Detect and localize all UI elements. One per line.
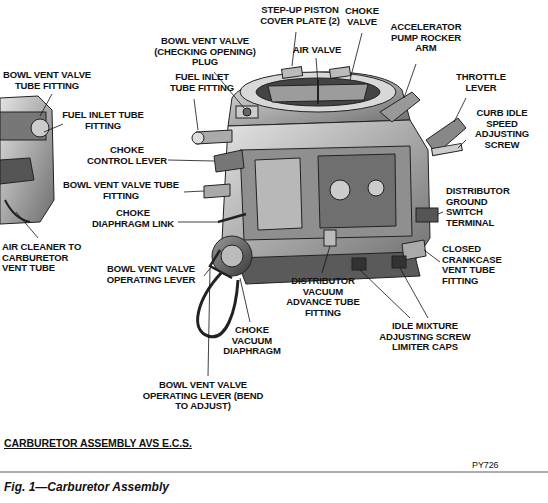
part-label: DISTRIBUTOR VACUUM ADVANCE TUBE FITTING xyxy=(280,276,366,318)
figure-subtitle: CARBURETOR ASSEMBLY AVS E.C.S. xyxy=(4,438,192,449)
part-label: CHOKE DIAPHRAGM LINK xyxy=(88,208,178,229)
part-label: BOWL VENT VALVE OPERATING LEVER (BEND TO… xyxy=(140,380,266,412)
part-label: CLOSED CRANKCASE VENT TUBE FITTING xyxy=(442,244,516,286)
part-label: BOWL VENT VALVE TUBE FITTING xyxy=(58,180,184,201)
part-label: CHOKE VACUUM DIAPHRAGM xyxy=(218,325,286,357)
part-label: AIR VALVE xyxy=(282,45,352,56)
part-label: IDLE MIXTURE ADJUSTING SCREW LIMITER CAP… xyxy=(372,321,478,353)
part-label: CURB IDLE SPEED ADJUSTING SCREW xyxy=(466,108,538,150)
part-label: BOWL VENT VALVE (CHECKING OPENING) PLUG xyxy=(146,36,264,68)
rule-line xyxy=(0,472,548,473)
part-label: DISTRIBUTOR GROUND SWITCH TERMINAL xyxy=(446,186,526,228)
figure-code: PY726 xyxy=(472,460,499,471)
part-label: FUEL INLET TUBE FITTING xyxy=(60,110,146,131)
part-label: FUEL INLET TUBE FITTING xyxy=(162,72,242,93)
carburetor-body xyxy=(192,67,466,337)
part-label: BOWL VENT VALVE OPERATING LEVER xyxy=(92,264,210,285)
part-label: CHOKE VALVE xyxy=(338,6,386,27)
figure-caption: Fig. 1—Carburetor Assembly xyxy=(4,480,169,494)
partial-carburetor xyxy=(0,96,54,224)
part-label: AIR CLEANER TO CARBURETOR VENT TUBE xyxy=(2,242,92,274)
part-label: THROTTLE LEVER xyxy=(446,72,516,93)
part-label: BOWL VENT VALVE TUBE FITTING xyxy=(2,70,92,91)
part-label: CHOKE CONTROL LEVER xyxy=(86,145,168,166)
part-label: STEP-UP PISTON COVER PLATE (2) xyxy=(250,5,350,26)
part-label: ACCELERATOR PUMP ROCKER ARM xyxy=(384,22,468,54)
